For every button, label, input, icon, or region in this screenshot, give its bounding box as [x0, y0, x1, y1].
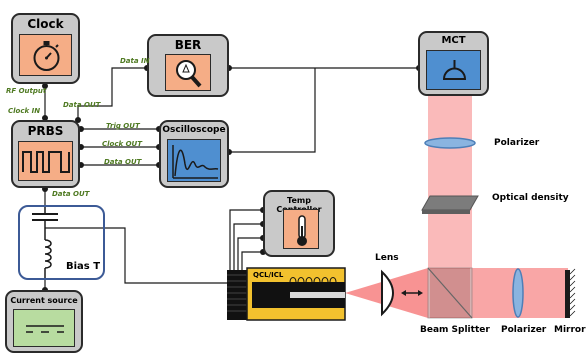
wire-temp-1: [229, 209, 262, 270]
wire-temp-4: [241, 251, 262, 270]
data-out-osc-label: Data OUT: [104, 158, 142, 166]
current-source-panel: [13, 309, 75, 347]
qcl-coils: [289, 277, 337, 283]
temp-controller-block[interactable]: Temp Controller: [263, 190, 335, 257]
optical-density-filter: [421, 195, 479, 211]
data-in-label: Data IN: [120, 57, 150, 65]
ber-block[interactable]: BER: [147, 34, 229, 97]
clock-title: Clock: [27, 17, 64, 31]
wire-bias-qcl: [45, 227, 228, 284]
mirror-optic: [565, 270, 570, 318]
magnifier-icon: [176, 60, 202, 88]
square-wave-icon: [22, 151, 70, 173]
lens-label: Lens: [375, 253, 399, 263]
polarizer-top-label: Polarizer: [494, 138, 540, 148]
prbs-panel: [18, 141, 73, 181]
mct-block[interactable]: MCT: [418, 31, 489, 96]
wire-temp-2: [233, 223, 262, 270]
rf-output-label: RF Output: [6, 87, 47, 95]
mirror-hatching: [569, 268, 576, 317]
lens-optic: [381, 269, 394, 317]
bias-t-label: Bias T: [66, 261, 101, 272]
current-source-block[interactable]: Current source: [5, 290, 83, 353]
thermometer-icon: [297, 215, 307, 246]
clock-in-label: Clock IN: [8, 107, 41, 115]
ber-panel: [165, 54, 211, 91]
bias-t-block[interactable]: Bias T: [18, 205, 105, 280]
wire-osc-mct: [230, 68, 316, 153]
qcl-connector-block: [227, 270, 247, 320]
oscilloscope-title: Oscilloscope: [162, 125, 226, 135]
clock-out-label: Clock OUT: [102, 140, 142, 148]
mct-panel: [426, 50, 481, 90]
lens-arrow-left-head: [401, 290, 406, 296]
oscilloscope-panel: [167, 139, 221, 182]
trig-out-label: Trig OUT: [106, 122, 140, 130]
beam-splitter-label: Beam Splitter: [420, 325, 490, 335]
stopwatch-icon: [33, 41, 60, 71]
beam-splitter-diagonal: [427, 267, 473, 319]
optical-density-label: Optical density: [492, 193, 569, 203]
qcl-chip: [290, 292, 345, 298]
data-out-ber-label: Data OUT: [63, 101, 101, 109]
dc-symbol-icon: [26, 325, 64, 333]
polarizer-top-optic: [424, 137, 476, 149]
data-out-bias-label: Data OUT: [52, 190, 90, 198]
polarizer-bottom-optic: [512, 268, 524, 318]
clock-block[interactable]: Clock: [11, 13, 80, 84]
current-source-title: Current source: [10, 296, 78, 305]
lens-arrow-right-head: [418, 290, 423, 296]
wire-temp-3: [237, 237, 262, 270]
polarizer-bottom-label: Polarizer: [501, 325, 547, 335]
mirror-label: Mirror: [554, 325, 586, 335]
wire-prbs-ber: [77, 67, 146, 120]
beam-vertical: [428, 90, 472, 268]
qcl-device: [227, 267, 346, 321]
ber-title: BER: [174, 38, 202, 52]
signal-wires: [44, 67, 418, 290]
qcl-label: QCL/ICL: [253, 271, 284, 279]
prbs-title: PRBS: [27, 124, 64, 138]
optical-density-filter-edge: [422, 210, 470, 214]
mct-title: MCT: [441, 35, 466, 46]
detector-icon: [442, 60, 467, 80]
bias-t-inductor: [44, 239, 52, 269]
oscilloscope-block[interactable]: Oscilloscope: [159, 120, 229, 188]
clock-panel: [19, 34, 72, 76]
prbs-block[interactable]: PRBS: [11, 120, 80, 188]
waveform-icon: [172, 145, 219, 179]
temp-controller-panel: [283, 209, 319, 249]
